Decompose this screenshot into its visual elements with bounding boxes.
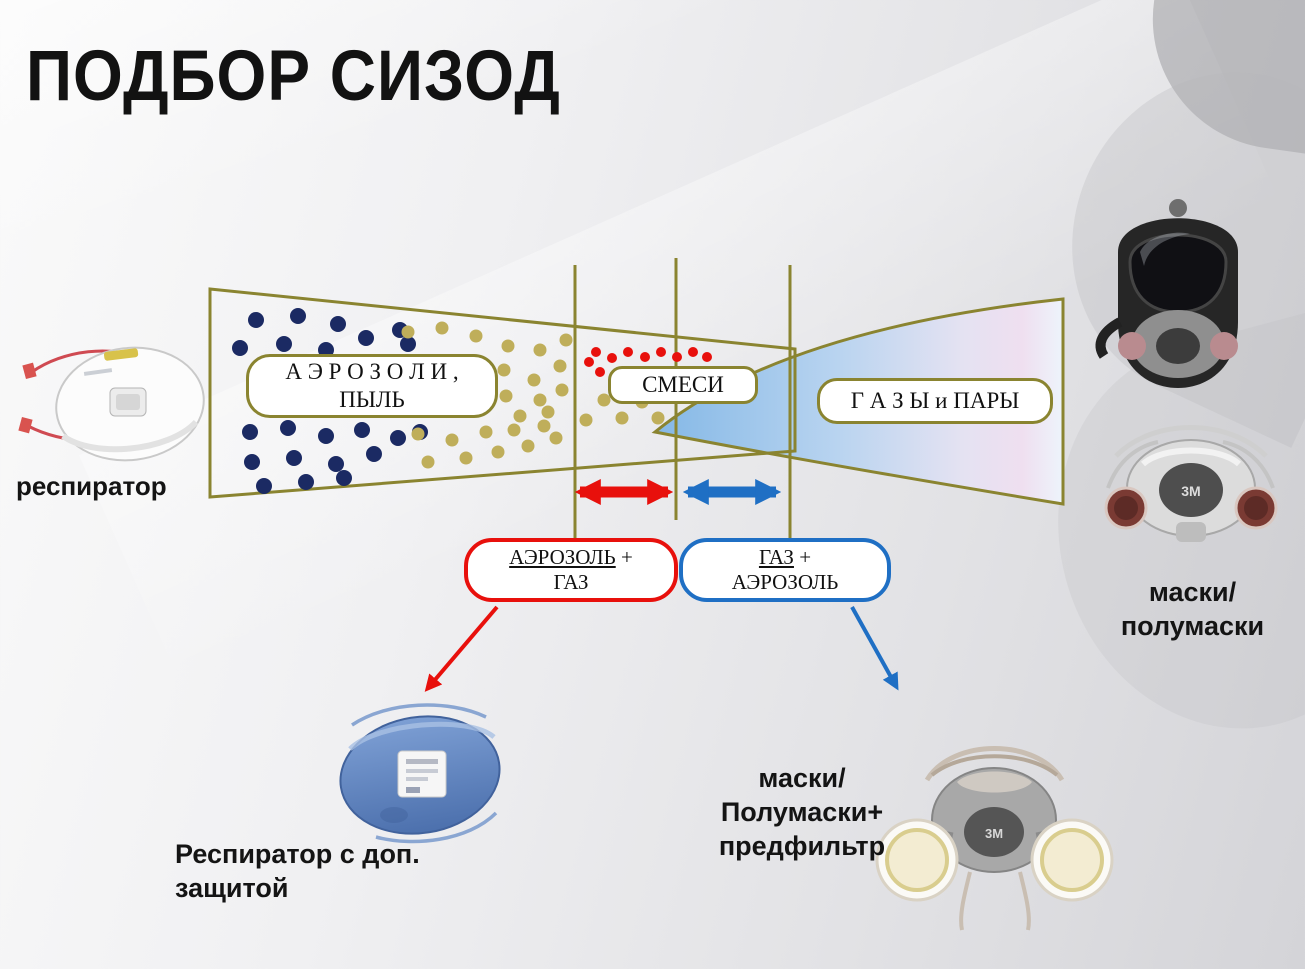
gas-plus-aerosol-line1: ГАЗ + (759, 545, 811, 570)
plus-sign: + (793, 544, 812, 569)
gas-plus-aerosol-line2: АЭРОЗОЛЬ (731, 570, 839, 594)
blue-respirator-image (339, 703, 501, 844)
aerosol-label-line1: А Э Р О З О Л И , (285, 359, 459, 385)
halfmask-prefilter-image: 3M (875, 746, 1114, 931)
masks-caption-line2: полумаски (1120, 610, 1265, 641)
respirator-caption: респиратор (16, 471, 167, 501)
aerosol-dots-navy (232, 308, 428, 494)
aerosol-plus-gas-line2: ГАЗ (553, 570, 589, 594)
aerosol-dust-label-box: А Э Р О З О Л И , ПЫЛЬ (246, 354, 498, 418)
halfmask-caption-line1: маски/ (758, 763, 846, 793)
masks-halfmasks-caption: маски/ полумаски (1100, 576, 1285, 644)
masks-caption-line1: маски/ (1148, 577, 1237, 607)
brand-label: 3M (1181, 483, 1200, 499)
gas-plus-aerosol-box: ГАЗ + АЭРОЗОЛЬ (679, 538, 891, 602)
red-pointer-arrow (424, 605, 499, 692)
gases-vapors-label: Г А З Ы и ПАРЫ (850, 388, 1020, 414)
gases-vapors-label-box: Г А З Ы и ПАРЫ (817, 378, 1053, 424)
respirator-extra-protection-caption: Респиратор с доп. защитой (175, 838, 420, 906)
halfmask-prefilter-caption: маски/ Полумаски+ предфильтр (698, 762, 906, 863)
funnel-left-shape (208, 287, 797, 499)
resp-plus-line2: защитой (175, 872, 289, 903)
resp-plus-line1: Респиратор с доп. (175, 839, 420, 869)
fullface-mask-image (1095, 199, 1238, 388)
aerosol-plus-gas-box: АЭРОЗОЛЬ + ГАЗ (464, 538, 678, 602)
respirator-image (18, 346, 205, 462)
aerosol-plus-gas-line1: АЭРОЗОЛЬ + (509, 545, 633, 570)
mixtures-label: СМЕСИ (642, 372, 724, 398)
halfmask-caption-line3: предфильтр (718, 830, 886, 861)
halfmask-image: 3M (1104, 425, 1278, 542)
dust-dots-khaki (401, 321, 665, 469)
halfmask-caption-line2: Полумаски+ (720, 796, 884, 827)
blue-pointer-arrow (850, 606, 899, 691)
plus-sign: + (615, 544, 633, 569)
page-title: ПОДБОР СИЗОД (26, 35, 561, 116)
aerosol-underlined: АЭРОЗОЛЬ (509, 544, 616, 569)
brand-label: 3M (985, 826, 1003, 841)
mixtures-label-box: СМЕСИ (608, 366, 758, 404)
aerosol-label-line2: ПЫЛЬ (339, 387, 405, 412)
gas-underlined: ГАЗ (758, 544, 794, 569)
